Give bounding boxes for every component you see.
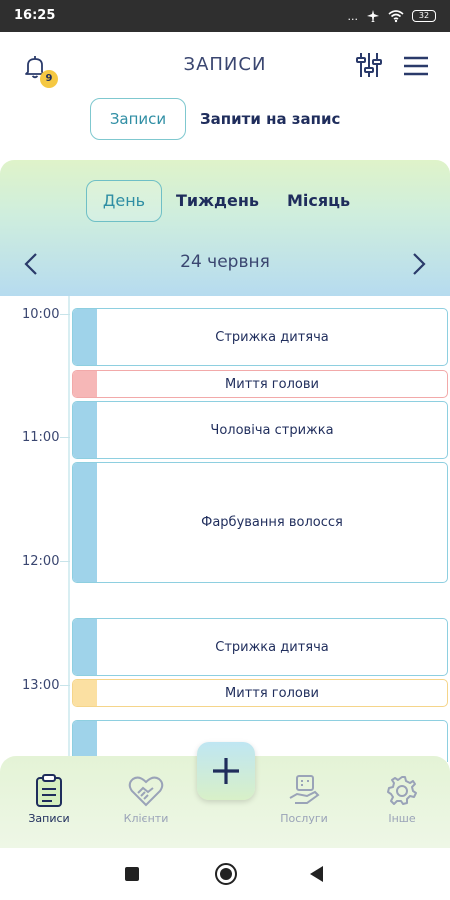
page-title: ЗАПИСИ [183,54,267,75]
tab-month[interactable]: Місяць [287,191,351,210]
date-navigation: 24 червня [0,248,450,280]
day-timeline[interactable]: 10:00 11:00 12:00 13:00 Стрижка дитяча М… [0,296,450,762]
nav-label: Записи [28,812,70,825]
appointment-card[interactable]: Чоловіча стрижка [72,401,448,459]
top-tabs: Записи Запити на запис [0,98,450,142]
nav-label: Інше [388,812,416,825]
clipboard-icon [36,774,62,807]
status-bar: 16:25 ... 32 [0,0,450,32]
hour-tick [60,685,70,686]
timeline-axis [68,296,70,762]
appointment-card[interactable]: Стрижка дитяча [72,308,448,366]
current-date: 24 червня [180,252,270,272]
bell-icon[interactable] [22,54,48,80]
hour-tick [60,437,70,438]
appointment-card[interactable]: Фарбування волосся [72,462,448,583]
appointment-title: Стрижка дитяча [215,639,329,655]
hour-tick [60,314,70,315]
view-tabs: День Тиждень Місяць [0,180,450,222]
appointment-color-bar [73,680,97,706]
status-icons: ... 32 [347,8,436,24]
services-hand-icon [289,775,320,804]
chevron-left-icon[interactable] [18,250,46,278]
back-button[interactable] [310,866,323,882]
bottom-navigation: Записи Клієнти Послуги Інше [0,756,450,848]
appointment-color-bar [73,402,97,458]
system-navigation-bar [0,848,450,900]
appointment-card[interactable]: Миття голови [72,679,448,707]
tab-week[interactable]: Тиждень [176,191,259,210]
plus-icon [213,758,239,784]
chevron-right-icon[interactable] [404,250,432,278]
filter-sliders-icon[interactable] [354,50,384,80]
appointment-color-bar [73,463,97,582]
hamburger-menu-icon[interactable] [402,52,430,80]
add-appointment-button[interactable] [197,742,255,800]
hour-label: 10:00 [22,307,60,322]
tab-records[interactable]: Записи [90,98,186,140]
nav-services[interactable]: Послуги [264,774,344,834]
tab-day[interactable]: День [86,180,162,222]
appointment-title: Стрижка дитяча [215,329,329,345]
hour-label: 12:00 [22,554,60,569]
appointment-title: Фарбування волосся [201,515,343,530]
appointment-card[interactable]: Стрижка дитяча [72,618,448,676]
appointment-title: Миття голови [225,685,319,701]
signal-dots: ... [347,9,359,23]
appointment-color-bar [73,371,97,397]
recent-apps-button[interactable] [125,867,139,881]
battery-icon: 32 [412,10,436,22]
appointment-color-bar [73,619,97,675]
appointment-color-bar [73,309,97,365]
app-header: 9 ЗАПИСИ [0,32,450,102]
hour-label: 11:00 [22,430,60,445]
wifi-icon [388,10,404,23]
tab-booking-requests[interactable]: Запити на запис [200,110,341,128]
nav-label: Клієнти [123,812,169,825]
hour-label: 13:00 [22,678,60,693]
home-button[interactable] [215,863,237,885]
nav-other[interactable]: Інше [362,774,442,834]
nav-clients[interactable]: Клієнти [106,774,186,834]
hour-tick [60,561,70,562]
calendar-header-panel: День Тиждень Місяць 24 червня [0,160,450,296]
appointment-card[interactable] [72,720,448,762]
nav-records[interactable]: Записи [9,774,89,834]
appointment-card[interactable]: Миття голови [72,370,448,398]
appointment-title: Чоловіча стрижка [210,422,334,438]
gear-icon [387,776,417,805]
airplane-icon [367,10,379,22]
status-time: 16:25 [14,8,56,23]
handshake-heart-icon [128,776,164,807]
notification-badge: 9 [40,70,58,88]
appointment-title: Миття голови [225,376,319,392]
appointment-color-bar [73,721,97,762]
nav-label: Послуги [280,812,328,825]
